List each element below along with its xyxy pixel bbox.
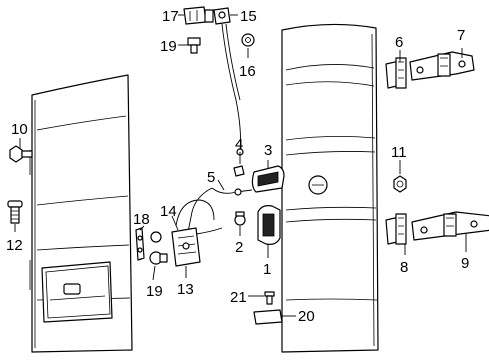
nut-part-11 — [393, 175, 407, 193]
left-rear-door — [29, 74, 133, 353]
bolt-part-10 — [9, 145, 33, 163]
callout-21: 21 — [230, 289, 247, 306]
callout-16: 16 — [239, 63, 256, 80]
callout-5: 5 — [207, 169, 215, 186]
hinge-part-8 — [385, 213, 407, 245]
outside-handle-part-3 — [251, 165, 285, 193]
callout-labels: 17 15 19 16 6 7 10 12 11 8 9 3 4 5 2 1 1… — [6, 8, 469, 325]
bumper-part-12 — [7, 200, 23, 224]
leader-lines — [14, 14, 467, 317]
plug-part-18b — [150, 231, 162, 243]
callout-3: 3 — [264, 142, 272, 159]
striker-part-18 — [135, 227, 145, 261]
clip-part-4 — [233, 165, 245, 177]
latch-part-13 — [171, 227, 223, 267]
callout-18: 18 — [133, 211, 150, 228]
callout-8: 8 — [400, 259, 408, 276]
pad-part-20 — [253, 309, 283, 325]
callout-17: 17 — [162, 8, 179, 25]
screw-part-21 — [264, 291, 275, 305]
callout-11: 11 — [391, 144, 407, 161]
callout-13: 13 — [177, 281, 194, 298]
right-rear-door — [281, 23, 379, 353]
callout-7: 7 — [457, 27, 465, 44]
callout-14: 14 — [160, 203, 177, 220]
bolt-part-2 — [234, 211, 246, 226]
inside-handle-part-1 — [257, 205, 281, 245]
callout-2: 2 — [235, 239, 243, 256]
callout-9: 9 — [461, 255, 469, 272]
rod-part-5 — [187, 187, 253, 233]
callout-20: 20 — [298, 308, 315, 325]
callout-19-lower: 19 — [146, 283, 163, 300]
hinge-part-7 — [409, 51, 475, 81]
callout-15: 15 — [240, 8, 257, 25]
callout-10: 10 — [11, 121, 28, 138]
bolt-part-19-lower — [149, 251, 168, 265]
callout-19-top: 19 — [160, 38, 177, 55]
cable-part-14 — [175, 199, 215, 227]
check-link-part-15 — [213, 7, 244, 156]
hinge-part-9 — [411, 211, 489, 241]
callout-12: 12 — [6, 237, 23, 254]
callout-1: 1 — [263, 261, 271, 278]
hinge-part-6 — [385, 57, 407, 89]
bolt-part-19-top — [187, 37, 201, 54]
bolt-part-16 — [241, 33, 255, 47]
callout-4: 4 — [235, 136, 243, 153]
callout-6: 6 — [395, 34, 403, 51]
upper-hinge-part-17 — [183, 6, 214, 25]
